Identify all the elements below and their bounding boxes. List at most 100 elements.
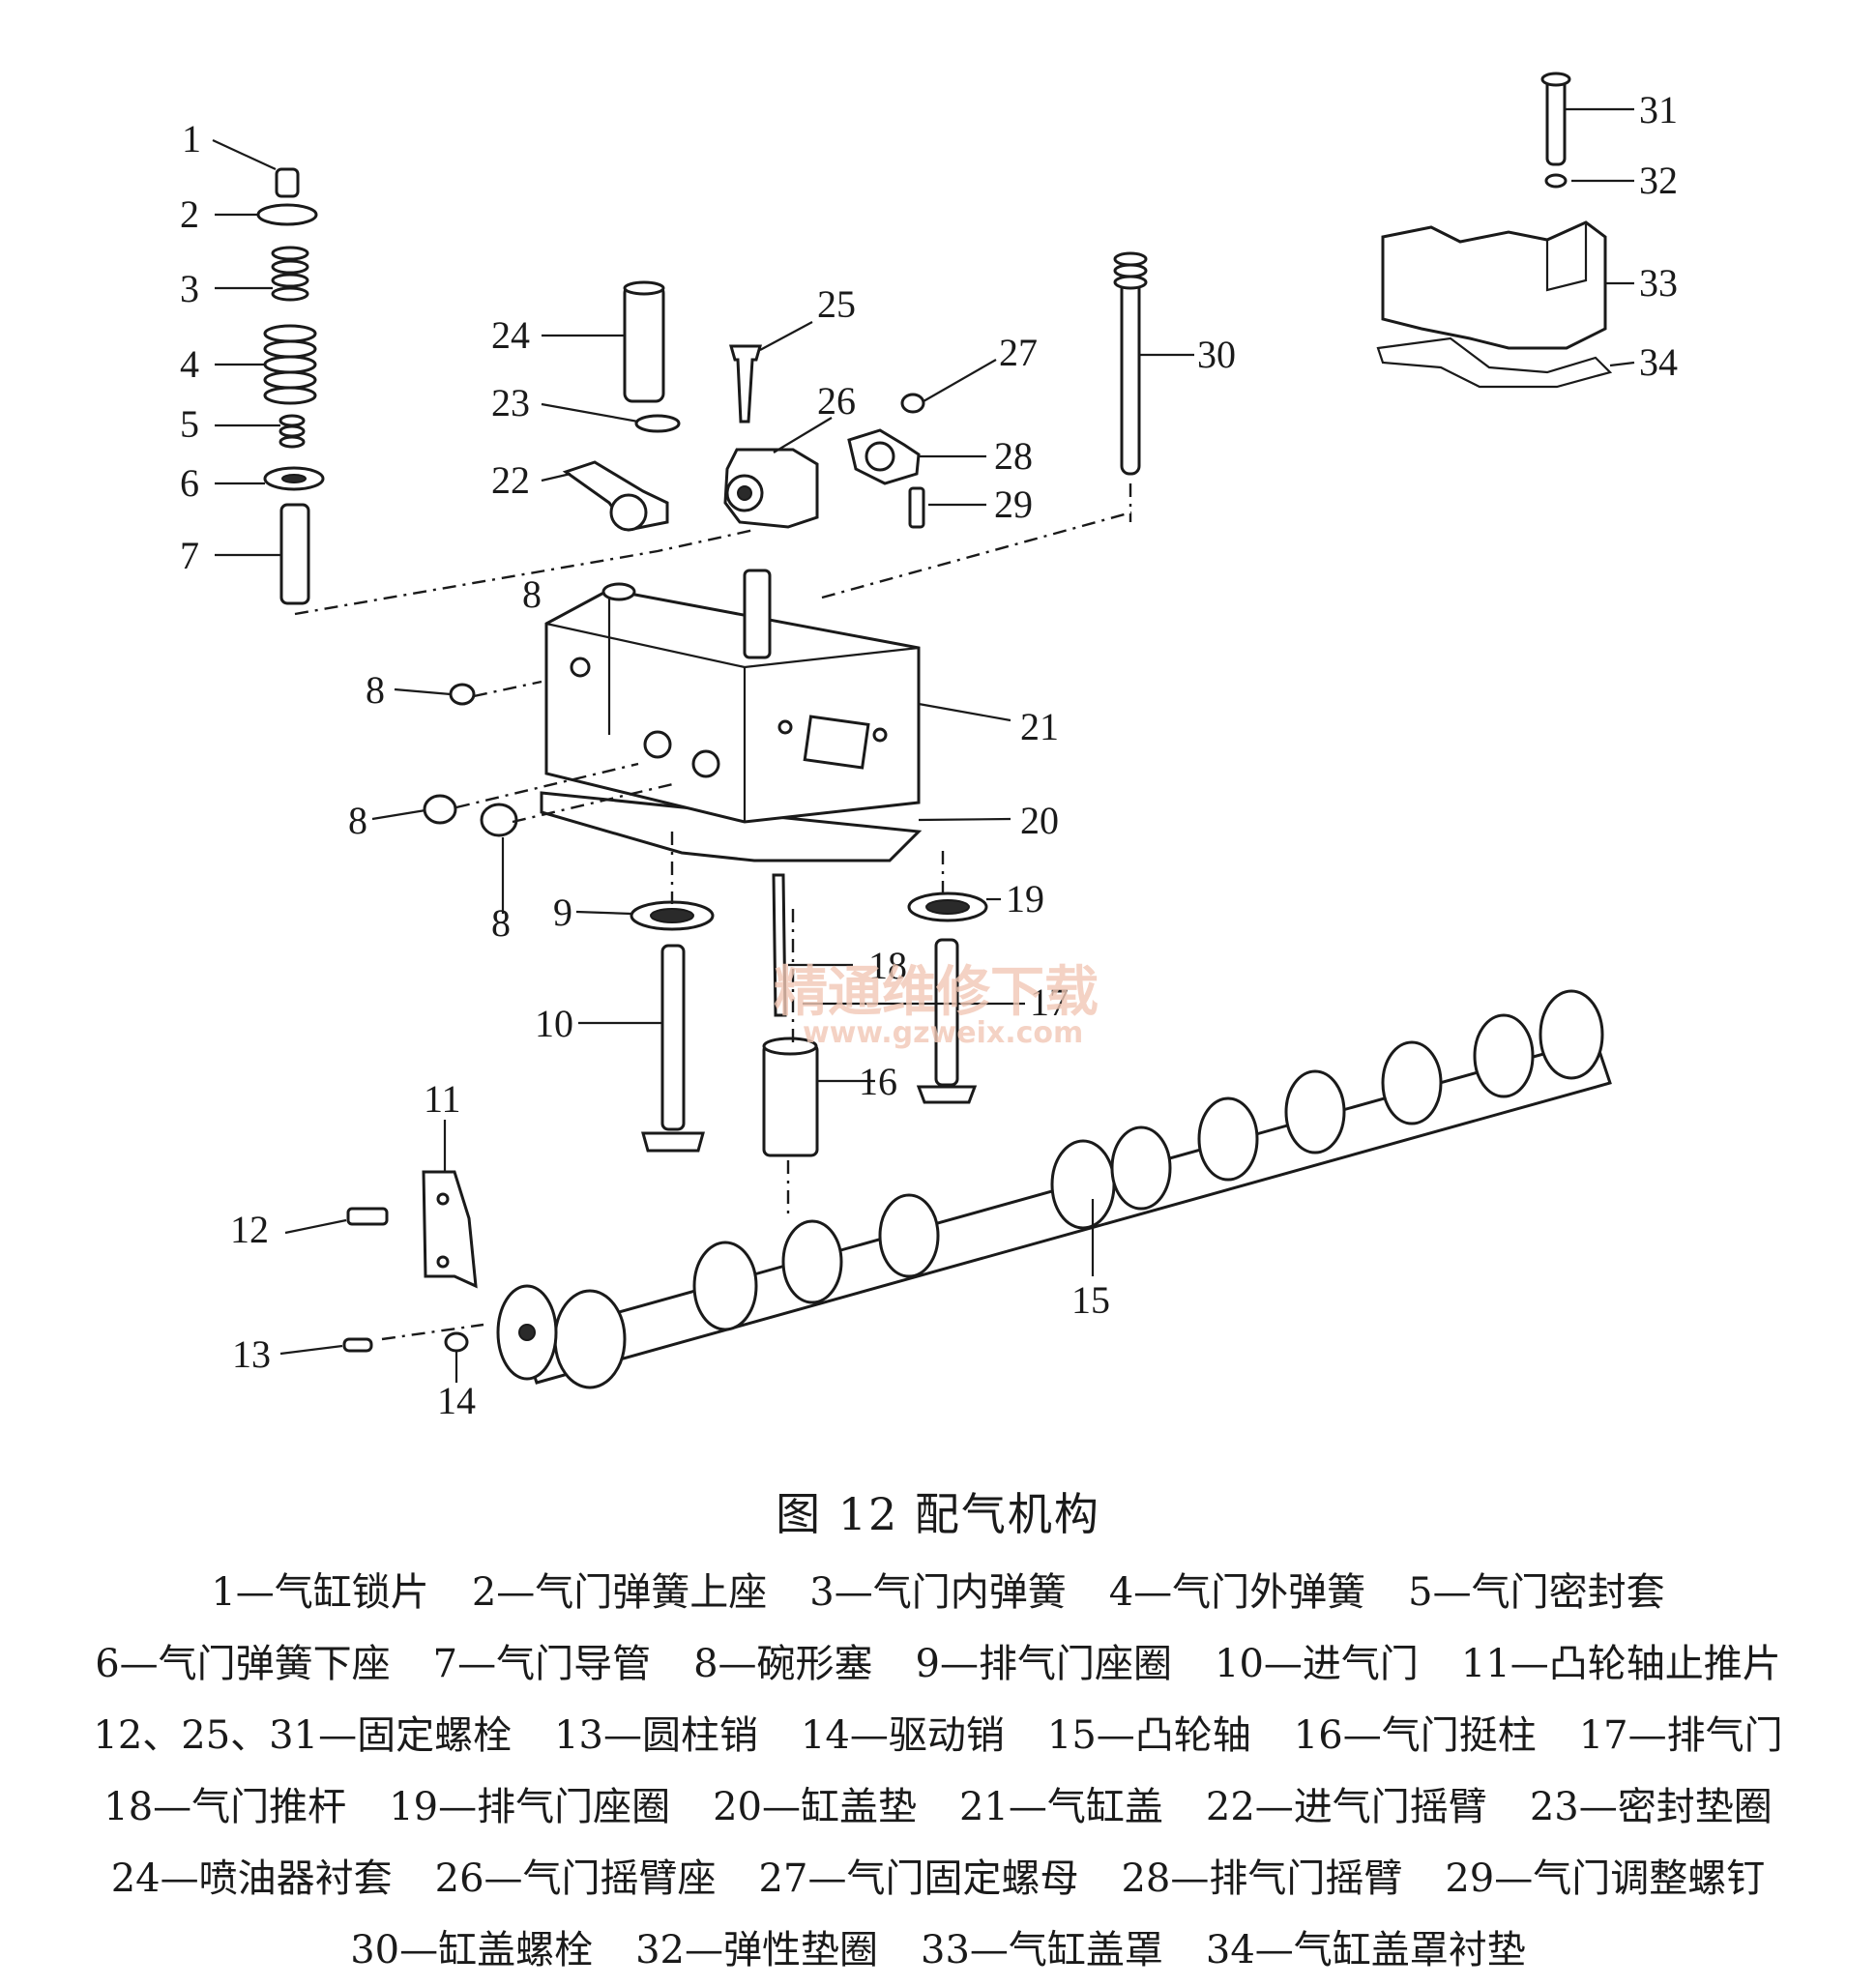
legend-line: 24—喷油器衬套 26—气门摇臂座 27—气门固定螺母 28—排气门摇臂 29—… (39, 1843, 1837, 1914)
callout: 26 (817, 379, 856, 423)
callout: 8 (348, 799, 367, 842)
part-cup-plug (480, 803, 518, 837)
part-cotter (275, 167, 300, 198)
callout: 34 (1639, 340, 1678, 384)
part-bolt-31 (1545, 75, 1567, 166)
part-cylinder-head (544, 588, 921, 824)
part-cup-plug (449, 683, 476, 706)
callout: 20 (1020, 799, 1059, 842)
callout: 27 (999, 331, 1038, 374)
cylinder-head (540, 569, 923, 862)
legend-entry: 4—气门外弹簧 (1108, 1570, 1366, 1615)
alignment-lines (294, 483, 1132, 1341)
legend-entry: 29—气门调整螺钉 (1445, 1856, 1766, 1901)
part-upper-retainer (256, 203, 318, 226)
part-cup-plug (423, 794, 457, 825)
callout: 8 (491, 901, 511, 945)
part-seal-washer (634, 414, 681, 433)
legend-entry: 8—碗形塞 (693, 1642, 873, 1686)
callout: 8 (522, 572, 542, 616)
callout: 6 (180, 461, 199, 505)
callout: 25 (817, 282, 856, 326)
part-spring-washer (1544, 173, 1568, 189)
part-nut-27 (900, 393, 925, 414)
callout: 16 (859, 1060, 897, 1103)
figure-caption: 图 12 配气机构 (776, 1488, 1100, 1540)
legend-entry: 22—进气门摇臂 (1205, 1785, 1487, 1829)
parts-legend: 1—气缸锁片 2—气门弹簧上座 3—气门内弹簧 4—气门外弹簧 5—气门密封套 … (39, 1557, 1837, 1986)
callout: 19 (1006, 877, 1044, 920)
valves-and-lifters (630, 873, 988, 1157)
legend-entry: 26—气门摇臂座 (434, 1856, 717, 1901)
legend-entry: 32—弹性垫圈 (635, 1928, 878, 1972)
watermark-url: www.gzweix.com (803, 1016, 1083, 1050)
callout: 3 (180, 267, 199, 310)
legend-entry: 2—气门弹簧上座 (471, 1570, 768, 1615)
legend-entry: 12、25、31—固定螺栓 (93, 1713, 513, 1758)
camshaft-group (342, 989, 1612, 1389)
part-exhaust-valve (934, 938, 959, 1087)
callout: 14 (437, 1379, 476, 1422)
part-valve-stem-top (743, 569, 772, 659)
callout: 30 (1197, 333, 1236, 376)
callout: 7 (180, 534, 199, 577)
callout: 5 (180, 402, 199, 446)
watermark-text: 精通维修下载 (774, 961, 1099, 1024)
callout: 18 (868, 944, 907, 987)
legend-line: 12、25、31—固定螺栓 13—圆柱销 14—驱动销 15—凸轮轴 16—气门… (39, 1700, 1837, 1771)
callout: 21 (1020, 705, 1059, 748)
legend-entry: 11—凸轮轴止推片 (1460, 1642, 1781, 1686)
part-cam-lobes (553, 989, 1604, 1389)
part-injector-sleeve (623, 283, 665, 403)
callout: 12 (230, 1208, 269, 1251)
callout: 8 (366, 668, 385, 712)
part-adjust-screw (908, 486, 925, 529)
callout: 15 (1071, 1278, 1110, 1322)
legend-entry: 13—圆柱销 (554, 1713, 758, 1758)
callout: 23 (491, 381, 530, 424)
valve-spring-stack (256, 167, 325, 605)
callout-labels: 1 2 3 4 5 6 7 8 8 8 8 8 9 10 11 12 13 14… (180, 88, 1678, 1422)
part-valve-seal (278, 414, 306, 449)
rocker-assembly (562, 251, 1148, 532)
legend-entry: 17—排气门 (1578, 1713, 1783, 1758)
legend-entry: 5—气门密封套 (1408, 1570, 1665, 1615)
part-tappet (762, 1042, 819, 1157)
valve-train-diagram: 1 2 3 4 5 6 7 8 8 8 8 8 9 10 11 12 13 14… (180, 72, 1678, 1422)
callout: 9 (553, 891, 572, 934)
part-push-rod (772, 873, 787, 1017)
legend-entry: 9—排气门座圈 (915, 1642, 1172, 1686)
callout: 10 (535, 1002, 573, 1045)
callout: 13 (232, 1332, 271, 1376)
callout: 11 (424, 1077, 461, 1121)
watermark: 精通维修下载 www.gzweix.com (774, 961, 1099, 1050)
legend-line: 6—气门弹簧下座 7—气门导管 8—碗形塞 9—排气门座圈 10—进气门 11—… (39, 1628, 1837, 1700)
callout: 28 (994, 434, 1033, 478)
legend-entry: 18—气门推杆 (103, 1785, 347, 1829)
callout: 24 (491, 313, 530, 357)
legend-entry: 10—进气门 (1215, 1642, 1419, 1686)
legend-line: 18—气门推杆 19—排气门座圈 20—缸盖垫 21—气缸盖 22—进气门摇臂 … (39, 1771, 1837, 1843)
legend-entry: 1—气缸锁片 (211, 1570, 429, 1615)
legend-entry: 19—排气门座圈 (389, 1785, 671, 1829)
part-intake-valve (660, 944, 686, 1131)
part-outer-spring (263, 324, 317, 405)
legend-entry: 6—气门弹簧下座 (95, 1642, 391, 1686)
callout: 32 (1639, 159, 1678, 202)
part-cover-gasket (1376, 336, 1613, 389)
callout: 29 (994, 482, 1033, 526)
legend-entry: 21—气缸盖 (959, 1785, 1163, 1829)
callout: 17 (1030, 980, 1069, 1024)
legend-entry: 15—凸轮轴 (1046, 1713, 1251, 1758)
valve-cover-group (1376, 72, 1613, 389)
legend-line: 1—气缸锁片 2—气门弹簧上座 3—气门内弹簧 4—气门外弹簧 5—气门密封套 (39, 1557, 1837, 1628)
legend-entry: 30—缸盖螺栓 (350, 1928, 594, 1972)
legend-entry: 14—驱动销 (800, 1713, 1005, 1758)
legend-entry: 27—气门固定螺母 (758, 1856, 1079, 1901)
legend-entry: 7—气门导管 (432, 1642, 652, 1686)
part-drive-pin (444, 1331, 469, 1353)
part-valve-cover (1381, 220, 1607, 350)
legend-entry: 28—排气门摇臂 (1121, 1856, 1403, 1901)
callout: 4 (180, 342, 199, 386)
legend-entry: 16—气门挺柱 (1293, 1713, 1537, 1758)
